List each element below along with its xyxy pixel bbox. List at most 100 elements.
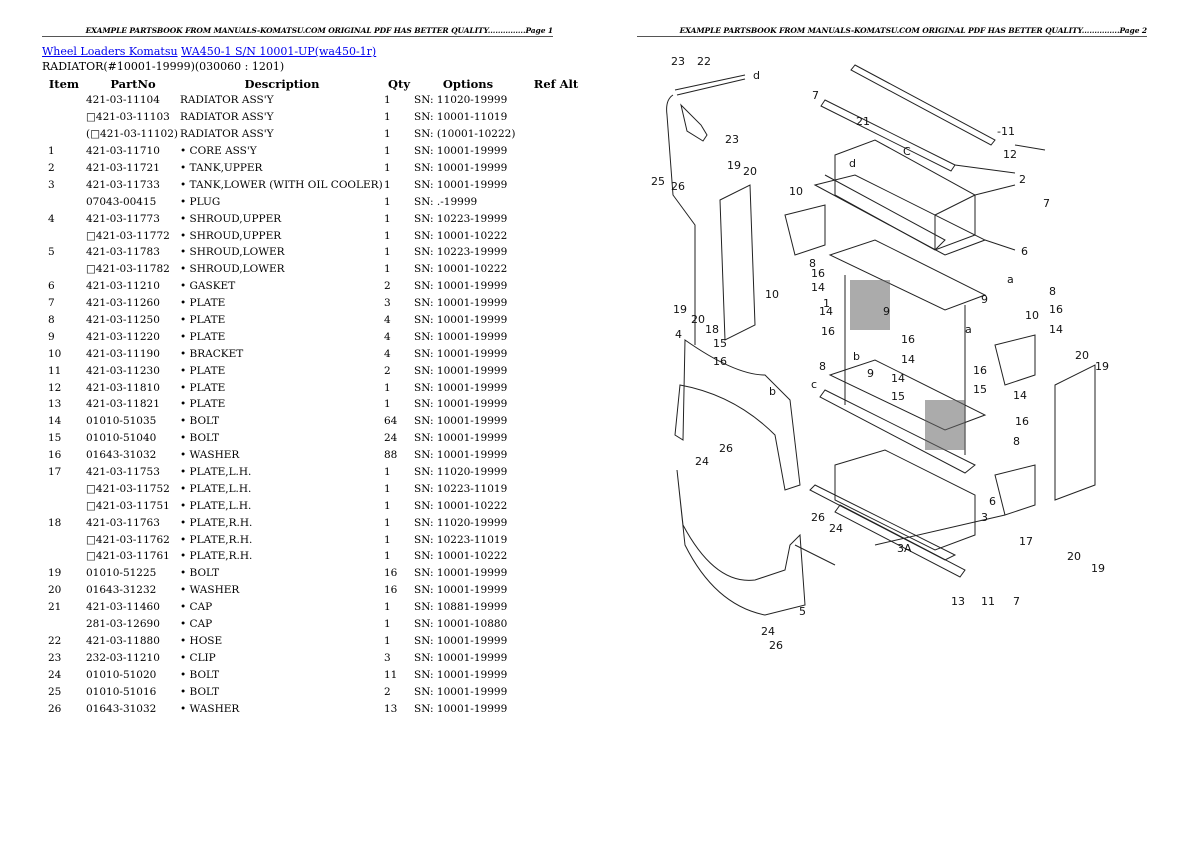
ref-alt <box>522 396 590 413</box>
serial-options: SN: 10001-19999 <box>414 145 508 158</box>
serial-options: SN: 10001-10880 <box>414 618 508 631</box>
item-number: 22 <box>48 634 62 647</box>
svg-text:19: 19 <box>673 303 687 316</box>
svg-text:d: d <box>753 69 760 82</box>
serial-options: SN: 10001-19999 <box>414 297 508 310</box>
ref-alt <box>522 497 590 514</box>
page-header: EXAMPLE PARTSBOOK FROM MANUALS-KOMATSU.C… <box>637 26 1147 37</box>
part-number: 421-03-11710 <box>86 145 160 158</box>
part-description: • SHROUD,UPPER <box>180 212 282 225</box>
svg-text:21: 21 <box>856 115 870 128</box>
serial-options: SN: 11020-19999 <box>414 466 508 479</box>
svg-text:14: 14 <box>901 353 915 366</box>
part-number: 421-03-11821 <box>86 398 160 411</box>
serial-options: SN: 10001-19999 <box>414 330 508 343</box>
svg-text:23: 23 <box>671 55 685 68</box>
ref-alt <box>522 328 590 345</box>
item-number: 5 <box>48 246 55 259</box>
part-number: 421-03-11773 <box>86 212 160 225</box>
ref-alt <box>522 143 590 160</box>
item-number <box>42 126 86 143</box>
part-description: • PLATE,L.H. <box>180 466 252 479</box>
svg-text:b: b <box>769 385 776 398</box>
breadcrumb-link-model[interactable]: WA450-1 S/N 10001-UP(wa450-1r) <box>181 45 377 58</box>
item-number <box>42 109 86 126</box>
svg-text:19: 19 <box>1095 360 1109 373</box>
serial-options: SN: 10001-19999 <box>414 178 508 191</box>
part-description: • WASHER <box>180 584 240 597</box>
svg-text:14: 14 <box>1049 323 1063 336</box>
item-number <box>42 531 86 548</box>
svg-text:17: 17 <box>1019 535 1033 548</box>
part-number: 01010-51225 <box>86 567 157 580</box>
quantity: 1 <box>384 398 391 411</box>
quantity: 1 <box>384 533 391 546</box>
part-description: • PLATE <box>180 364 226 377</box>
item-number: 12 <box>48 381 62 394</box>
page-header: EXAMPLE PARTSBOOK FROM MANUALS-KOMATSU.C… <box>42 26 553 37</box>
part-number: 421-03-11104 <box>86 94 160 107</box>
serial-options: SN: 10001-19999 <box>414 634 508 647</box>
part-description: • PLATE,R.H. <box>180 550 253 563</box>
serial-options: SN: 11020-19999 <box>414 516 508 529</box>
part-number: 01010-51020 <box>86 668 157 681</box>
part-description: • PLATE,R.H. <box>180 533 253 546</box>
part-description: • BOLT <box>180 415 220 428</box>
quantity: 1 <box>384 195 391 208</box>
svg-text:5: 5 <box>799 605 806 618</box>
parts-list-page: EXAMPLE PARTSBOOK FROM MANUALS-KOMATSU.C… <box>42 26 590 717</box>
part-description: • GASKET <box>180 280 236 293</box>
quantity: 2 <box>384 280 391 293</box>
breadcrumb-link-category[interactable]: Wheel Loaders Komatsu <box>42 45 178 58</box>
part-description: • BOLT <box>180 685 220 698</box>
serial-options: SN: 11020-19999 <box>414 94 508 107</box>
serial-options: SN: 10001-19999 <box>414 567 508 580</box>
ref-alt <box>522 160 590 177</box>
part-description: • PLUG <box>180 195 221 208</box>
item-number: 26 <box>48 702 62 715</box>
serial-options: SN: 10223-11019 <box>414 482 508 495</box>
ref-alt <box>522 345 590 362</box>
svg-text:24: 24 <box>761 625 775 638</box>
item-number: 8 <box>48 314 55 327</box>
item-number: 25 <box>48 685 62 698</box>
item-number: 10 <box>48 347 62 360</box>
svg-text:23: 23 <box>725 133 739 146</box>
quantity: 4 <box>384 314 391 327</box>
breadcrumb: Wheel Loaders Komatsu WA450-1 S/N 10001-… <box>42 45 376 59</box>
item-number: 7 <box>48 297 55 310</box>
quantity: 1 <box>384 466 391 479</box>
quantity: 1 <box>384 618 391 631</box>
item-number: 9 <box>48 330 55 343</box>
part-description: • CORE ASS'Y <box>180 145 257 158</box>
item-number: 24 <box>48 668 62 681</box>
part-number: 421-03-11753 <box>86 466 160 479</box>
part-number: 01010-51040 <box>86 432 157 445</box>
ref-alt <box>522 666 590 683</box>
part-number: 421-03-11880 <box>86 634 160 647</box>
serial-options: SN: 10223-19999 <box>414 246 508 259</box>
svg-text:18: 18 <box>705 323 719 336</box>
part-number: 01643-31032 <box>86 702 157 715</box>
ref-alt <box>522 244 590 261</box>
part-description: • BOLT <box>180 668 220 681</box>
quantity: 1 <box>384 601 391 614</box>
svg-text:19: 19 <box>727 159 741 172</box>
part-number: □421-03-11782 <box>86 263 170 276</box>
